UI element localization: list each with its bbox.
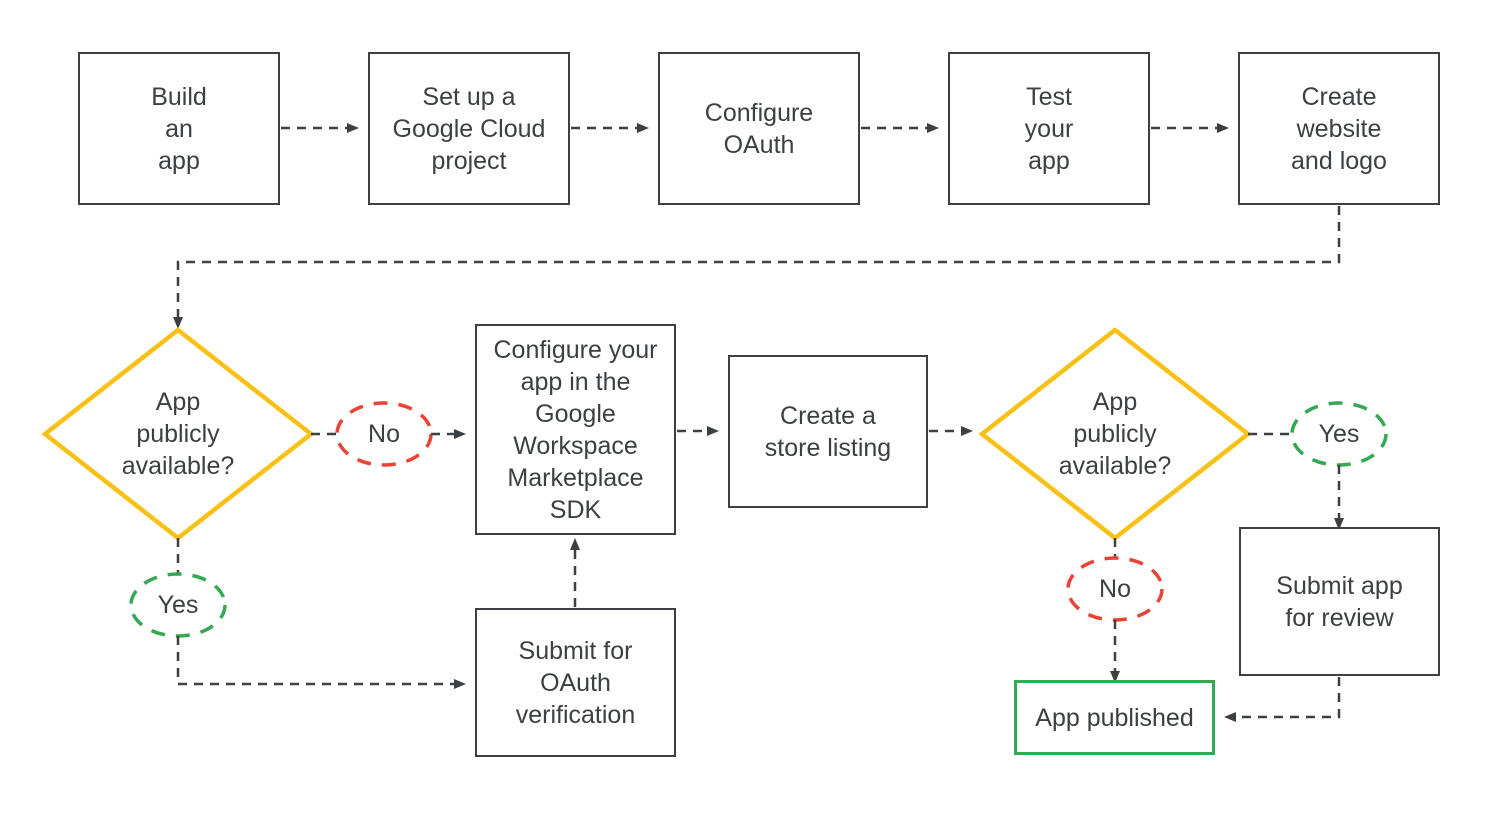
edge-decision1-no <box>311 401 466 467</box>
edge-decision2-yes <box>1248 401 1388 530</box>
node-configure-app-in-marketplace-sdk[interactable] <box>475 324 676 535</box>
node-decision-app-publicly-available-2[interactable] <box>982 330 1248 538</box>
node-create-a-store-listing[interactable] <box>728 355 928 508</box>
node-app-published[interactable] <box>1014 680 1215 755</box>
node-configure-oauth[interactable] <box>658 52 860 205</box>
node-set-up-google-cloud-project[interactable] <box>368 52 570 205</box>
edge-website-to-decision1 <box>173 206 1341 329</box>
node-create-website-and-logo[interactable] <box>1238 52 1440 205</box>
edge-review-to-published <box>1224 677 1341 722</box>
node-decision-app-publicly-available-1[interactable] <box>45 330 311 538</box>
node-test-your-app[interactable] <box>948 52 1150 205</box>
node-submit-app-for-review[interactable] <box>1239 527 1440 676</box>
edge-decision2-no <box>1066 538 1164 683</box>
node-build-an-app[interactable] <box>78 52 280 205</box>
edge-decision1-yes <box>129 538 466 689</box>
node-submit-for-oauth-verification[interactable] <box>475 608 676 757</box>
